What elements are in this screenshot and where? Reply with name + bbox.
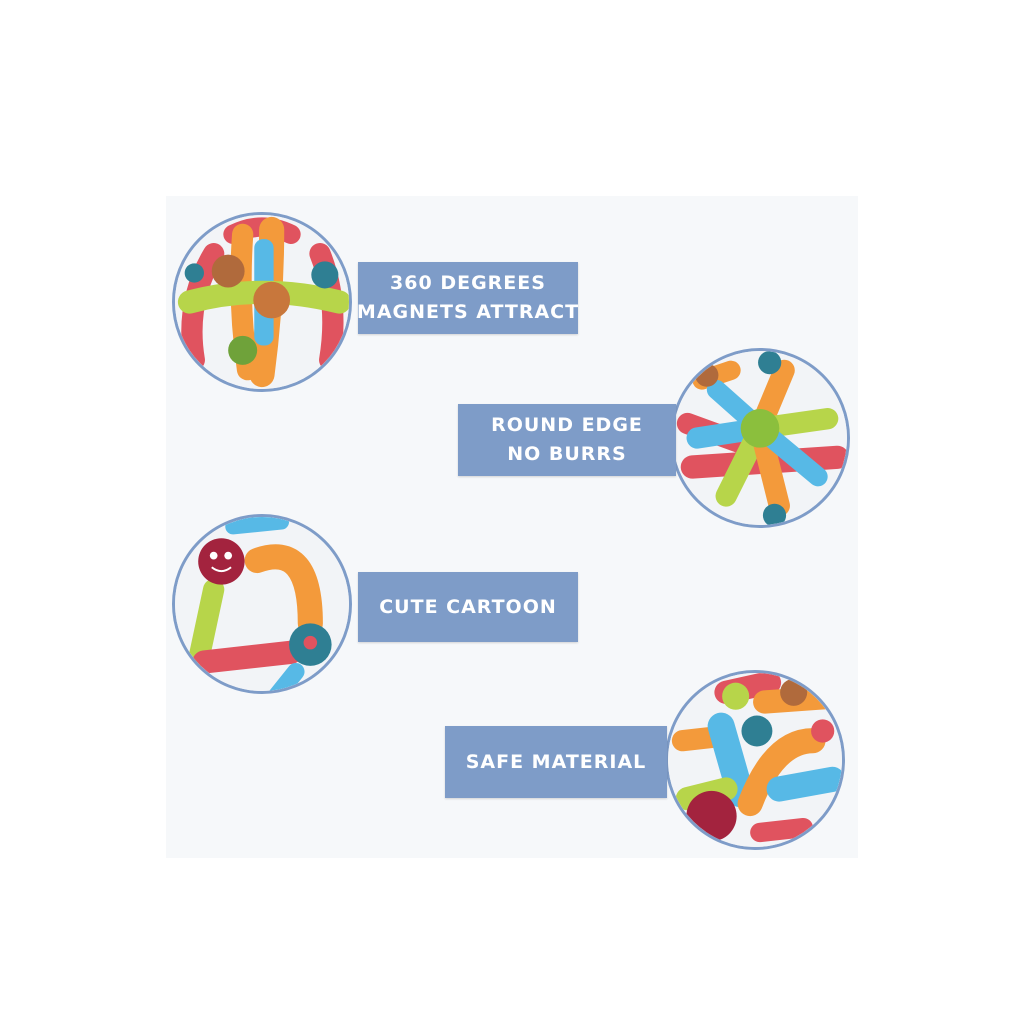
star-sticks-illustration [673, 351, 847, 525]
badge-line: SAFE MATERIAL [465, 750, 647, 773]
feature-image-cartoon-balls [172, 514, 352, 694]
stick-pile-illustration [668, 673, 842, 847]
cartoon-balls-illustration [175, 517, 349, 691]
badge-line: 360 DEGREES [390, 272, 546, 294]
feature-badge-cute-cartoon: CUTE CARTOON [358, 572, 578, 642]
magnetic-ball-illustration [175, 215, 349, 389]
badge-line: NO BURRS [507, 443, 627, 465]
badge-line: MAGNETS ATTRACT [356, 301, 580, 323]
feature-badge-round-edge: ROUND EDGE NO BURRS [458, 404, 676, 476]
feature-badge-360-degrees: 360 DEGREES MAGNETS ATTRACT [356, 262, 580, 334]
badge-line: CUTE CARTOON [379, 595, 557, 618]
feature-image-stick-pile [665, 670, 845, 850]
feature-badge-safe-material: SAFE MATERIAL [445, 726, 667, 798]
badge-line: ROUND EDGE [491, 414, 643, 436]
feature-image-magnetic-ball [172, 212, 352, 392]
feature-image-star-sticks [670, 348, 850, 528]
